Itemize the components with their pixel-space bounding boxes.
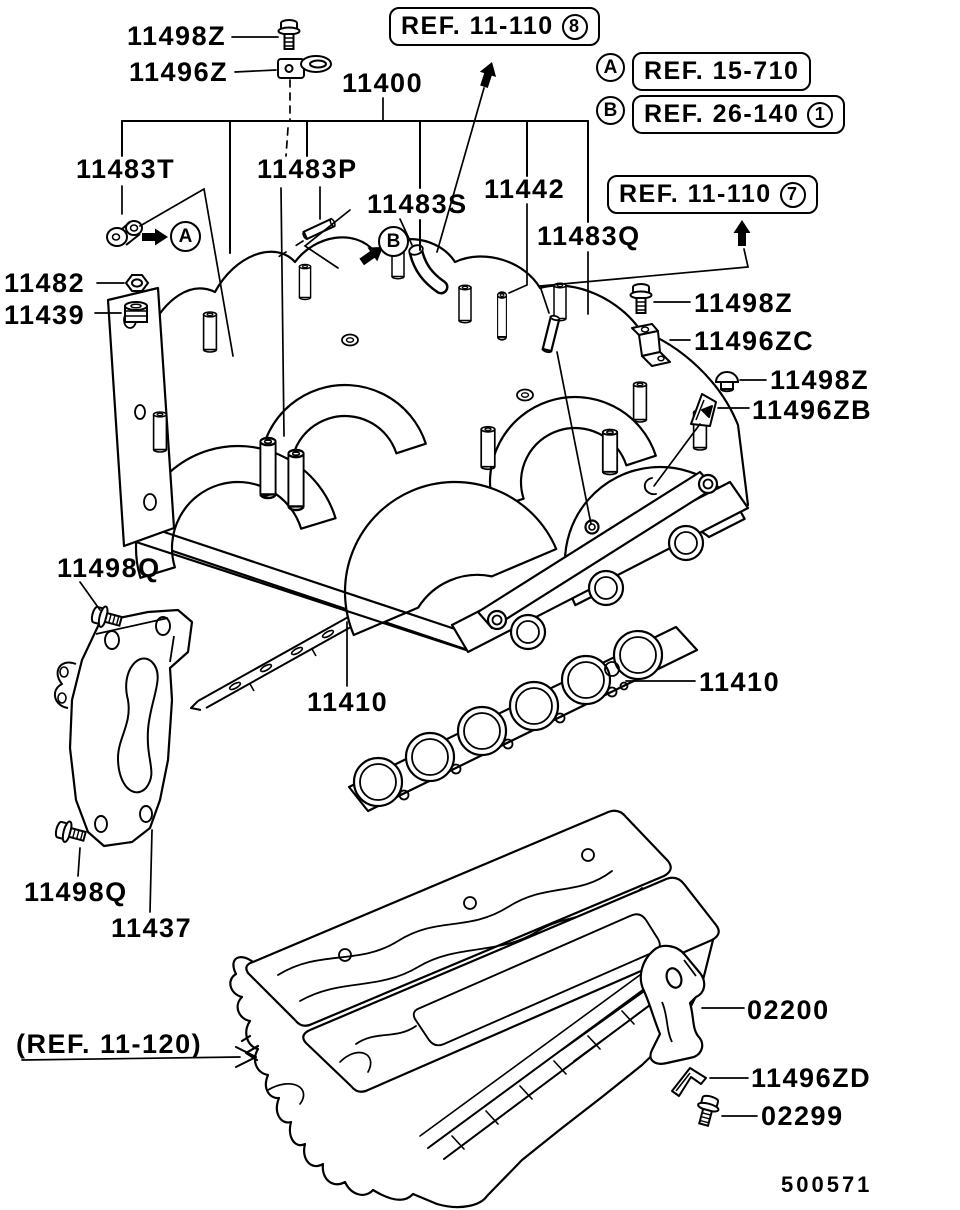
ref-box-15-710: REF. 15-710 [632, 52, 812, 91]
intake-gasket-right-drawing [347, 625, 699, 813]
leader-lines [21, 36, 767, 1117]
detail-marker-a: A [170, 221, 201, 252]
ref-box-26-140-1: REF. 26-140 1 [632, 95, 846, 134]
hex-bolt-icon [277, 19, 301, 50]
ref-box-label: REF. 11-110 [619, 180, 772, 208]
ref-box-label: REF. 26-140 [644, 100, 800, 128]
hex-bolt-icon [52, 817, 89, 848]
hex-bolt-icon [692, 1092, 723, 1129]
part-label-02200: 02200 [747, 995, 830, 1025]
hex-nut-icon [124, 274, 150, 292]
part-label-11400: 11400 [342, 68, 424, 98]
part-label-11410-left: 11410 [307, 687, 389, 717]
z-bracket-icon [631, 323, 671, 367]
bold-arrow-icon-ref-top [475, 59, 501, 90]
ref-label-11-120: (REF. 11-120) [16, 1029, 203, 1059]
part-label-11410-right: 11410 [699, 667, 781, 697]
part-label-11442: 11442 [484, 174, 566, 204]
part-label-11496Z: 11496Z [129, 57, 229, 87]
ref-box-label: REF. 11-110 [401, 12, 554, 40]
stud-icon-11442 [496, 291, 508, 341]
part-label-11483Q: 11483Q [537, 221, 641, 251]
part-label-11483P: 11483P [257, 154, 358, 184]
part-label-11496ZB: 11496ZB [752, 395, 873, 425]
drawing-number: 500571 [781, 1172, 873, 1197]
part-label-11439: 11439 [4, 300, 86, 330]
l-bracket-icon-11496ZD [671, 1067, 707, 1097]
ref-box-11-110-8: REF. 11-110 8 [389, 7, 600, 46]
ref-box-label: REF. 15-710 [644, 57, 800, 85]
ribbed-cap-icon [124, 301, 148, 323]
part-label-11496ZC: 11496ZC [694, 326, 815, 356]
elbow-fitting-icon [106, 220, 143, 247]
bracket-11437-drawing [53, 608, 194, 848]
part-label-02299: 02299 [761, 1101, 844, 1131]
circled-letter-a: A [596, 53, 625, 82]
part-label-11483T: 11483T [76, 154, 176, 184]
intake-manifold-drawing [106, 236, 750, 654]
part-label-11437: 11437 [111, 913, 193, 943]
part-label-11482: 11482 [4, 268, 86, 298]
push-grommet-icon [714, 371, 740, 393]
engine-block-drawing [229, 809, 720, 1209]
ref-box-11-110-7: REF. 11-110 7 [607, 175, 818, 214]
part-label-11498Z-r1: 11498Z [694, 288, 794, 318]
hose-clamp-icon [277, 55, 332, 79]
circled-number-8: 8 [561, 13, 588, 40]
part-label-11498Z-r2: 11498Z [770, 365, 870, 395]
bold-arrow-icon-detail-a [142, 228, 168, 246]
wedge-bracket-icon-11496ZB [690, 393, 717, 427]
bold-arrow-icon-ref-mid [733, 220, 751, 246]
part-label-11483S: 11483S [367, 189, 468, 219]
circled-number-7: 7 [779, 181, 806, 208]
hex-bolt-icon [629, 283, 653, 314]
circled-letter-b: B [596, 96, 625, 125]
dowel-pin-icon-11483P [301, 217, 337, 241]
circled-number-1: 1 [807, 101, 834, 128]
detail-marker-b: B [378, 226, 409, 257]
part-label-11498Q-btm: 11498Q [24, 877, 128, 907]
part-label-11496ZD: 11496ZD [751, 1063, 872, 1093]
bracket-02200-drawing [639, 944, 706, 1065]
part-label-11498Q-top: 11498Q [57, 553, 161, 583]
part-label-11498Z-top: 11498Z [127, 21, 227, 51]
